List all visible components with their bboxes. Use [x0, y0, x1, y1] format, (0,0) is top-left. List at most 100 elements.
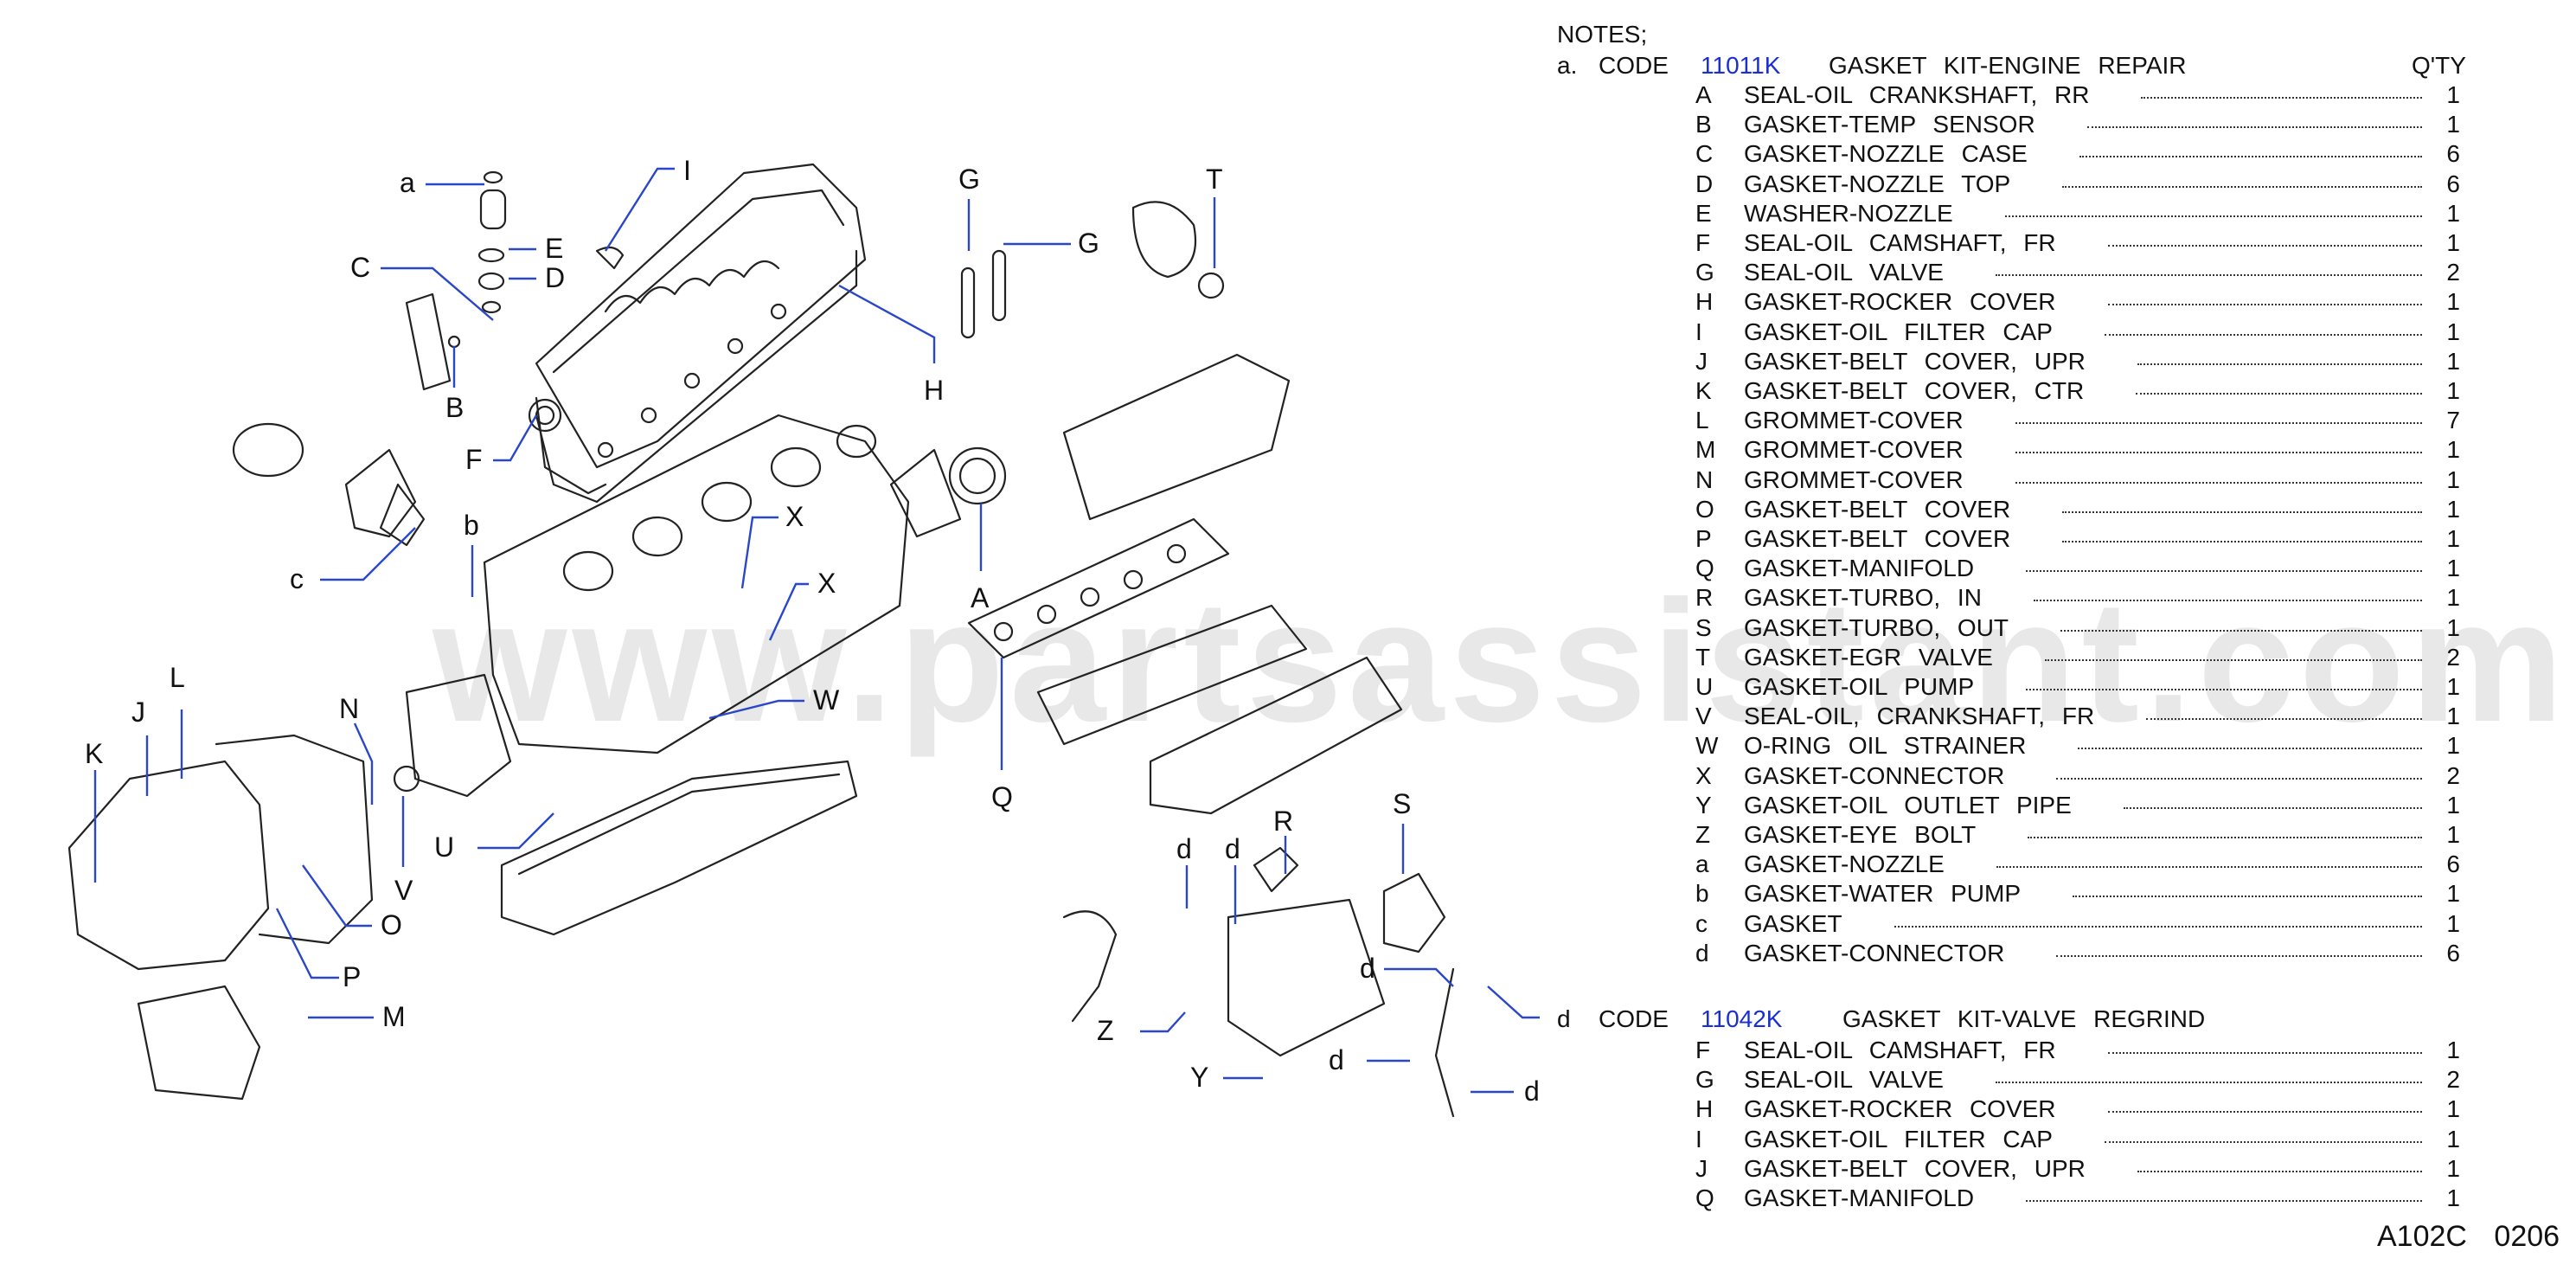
part-description: GASKET-CONNECTOR	[1744, 939, 2005, 966]
callout-X-1: X	[785, 501, 804, 532]
part-letter: J	[1695, 1154, 1708, 1182]
leader-dots	[2108, 229, 2422, 247]
exploded-gasket-diagram: a I C E D B F c b G G T H X X A W	[67, 155, 1540, 1118]
part-letter: F	[1695, 1037, 1711, 1063]
part-qty: 1	[2446, 1184, 2460, 1211]
leader-dots	[2056, 940, 2422, 957]
callout-S: S	[1393, 788, 1411, 819]
turbo-gasket-drawing	[1062, 846, 1455, 1118]
part-qty: 6	[2446, 939, 2460, 966]
part-letter: Z	[1695, 821, 1711, 848]
callout-d-2: d	[1225, 833, 1240, 864]
part-letter: K	[1695, 377, 1712, 404]
kit-a-code: 11011K	[1701, 52, 1781, 79]
parts-list-row: J GASKET-BELT COVER, UPR 1	[1557, 1155, 2474, 1184]
callout-A: A	[971, 582, 990, 613]
part-letter: E	[1695, 199, 1712, 227]
page-footer: A102C 0206	[2377, 1220, 2560, 1254]
part-description: SEAL-OIL VALVE	[1744, 259, 1944, 286]
part-description: GASKET-OIL FILTER CAP	[1744, 318, 2053, 345]
part-description: GASKET-NOZZLE	[1744, 851, 1945, 878]
callout-G-2: G	[1078, 228, 1099, 259]
callout-Q: Q	[991, 781, 1013, 812]
part-description: GASKET-TURBO, OUT	[1744, 613, 2009, 641]
leader-dots	[2141, 81, 2422, 99]
part-description: GASKET-OIL OUTLET PIPE	[1744, 791, 2072, 819]
part-qty: 1	[2446, 288, 2460, 316]
part-description: GROMMET-COVER	[1744, 465, 1964, 493]
part-qty: 1	[2446, 584, 2460, 612]
part-letter: H	[1695, 1095, 1714, 1123]
leader-dots	[2015, 466, 2422, 484]
head-gasket-drawing	[483, 414, 910, 754]
part-qty: 1	[2446, 703, 2460, 730]
part-letter: Q	[1695, 555, 1714, 582]
callout-X-2: X	[817, 568, 836, 599]
nozzle-stack-drawing	[405, 170, 625, 391]
callout-J: J	[131, 697, 145, 728]
part-letter: L	[1695, 407, 1709, 434]
part-description: GASKET-BELT COVER, UPR	[1744, 1154, 2086, 1182]
leader-dots	[1996, 259, 2422, 277]
callout-E: E	[545, 233, 563, 264]
part-qty: 2	[2446, 259, 2460, 286]
leader-dots	[2028, 821, 2422, 838]
leader-dots	[2005, 200, 2422, 217]
part-letter: F	[1695, 229, 1711, 256]
callouts: a I C E D B F c b G G T H X X A W	[85, 155, 1540, 1107]
part-letter: I	[1695, 1125, 1702, 1152]
leader-dots	[2105, 318, 2422, 336]
part-letter: M	[1695, 436, 1716, 464]
leader-dots	[1996, 851, 2422, 869]
camshaft-seal-drawing	[528, 398, 562, 433]
part-qty: 1	[2446, 1125, 2460, 1152]
footer-code: A102C	[2377, 1220, 2467, 1253]
part-qty: 1	[2446, 495, 2460, 523]
oil-pump-drawing	[393, 673, 512, 798]
part-description: SEAL-OIL CAMSHAFT, FR	[1744, 1037, 2056, 1063]
callout-U: U	[434, 831, 454, 863]
part-qty: 1	[2446, 791, 2460, 819]
part-qty: 1	[2446, 1154, 2460, 1182]
kit-d-code-label: CODE	[1599, 1005, 1669, 1032]
leader-dots	[2056, 762, 2422, 780]
part-letter: N	[1695, 465, 1714, 493]
parts-list-row: F SEAL-OIL CAMSHAFT, FR 1	[1557, 1037, 2474, 1066]
leader-dots	[2105, 1126, 2422, 1143]
leader-dots	[1996, 1066, 2422, 1084]
callout-C: C	[350, 252, 370, 283]
part-qty: 1	[2446, 673, 2460, 700]
part-qty: 1	[2446, 436, 2460, 464]
part-letter: a	[1695, 851, 1709, 878]
part-qty: 1	[2446, 377, 2460, 404]
part-description: GASKET-CONNECTOR	[1744, 761, 2005, 789]
part-qty: 1	[2446, 1037, 2460, 1063]
leader-dots	[2062, 496, 2422, 513]
part-description: GASKET-MANIFOLD	[1744, 555, 1975, 582]
leader-dots	[2108, 1037, 2422, 1054]
exhaust-manifold-gasket-drawing	[967, 517, 1230, 659]
part-letter: W	[1695, 732, 1719, 760]
kit-d-code: 11042K	[1701, 1005, 1783, 1032]
part-qty: 7	[2446, 407, 2460, 434]
part-qty: 1	[2446, 525, 2460, 552]
leader-dots	[2026, 673, 2422, 690]
part-description: SEAL-OIL, CRANKSHAFT, FR	[1744, 703, 2095, 730]
leader-dots	[2073, 880, 2422, 898]
part-letter: U	[1695, 673, 1714, 700]
water-pump-drawing	[232, 422, 426, 547]
